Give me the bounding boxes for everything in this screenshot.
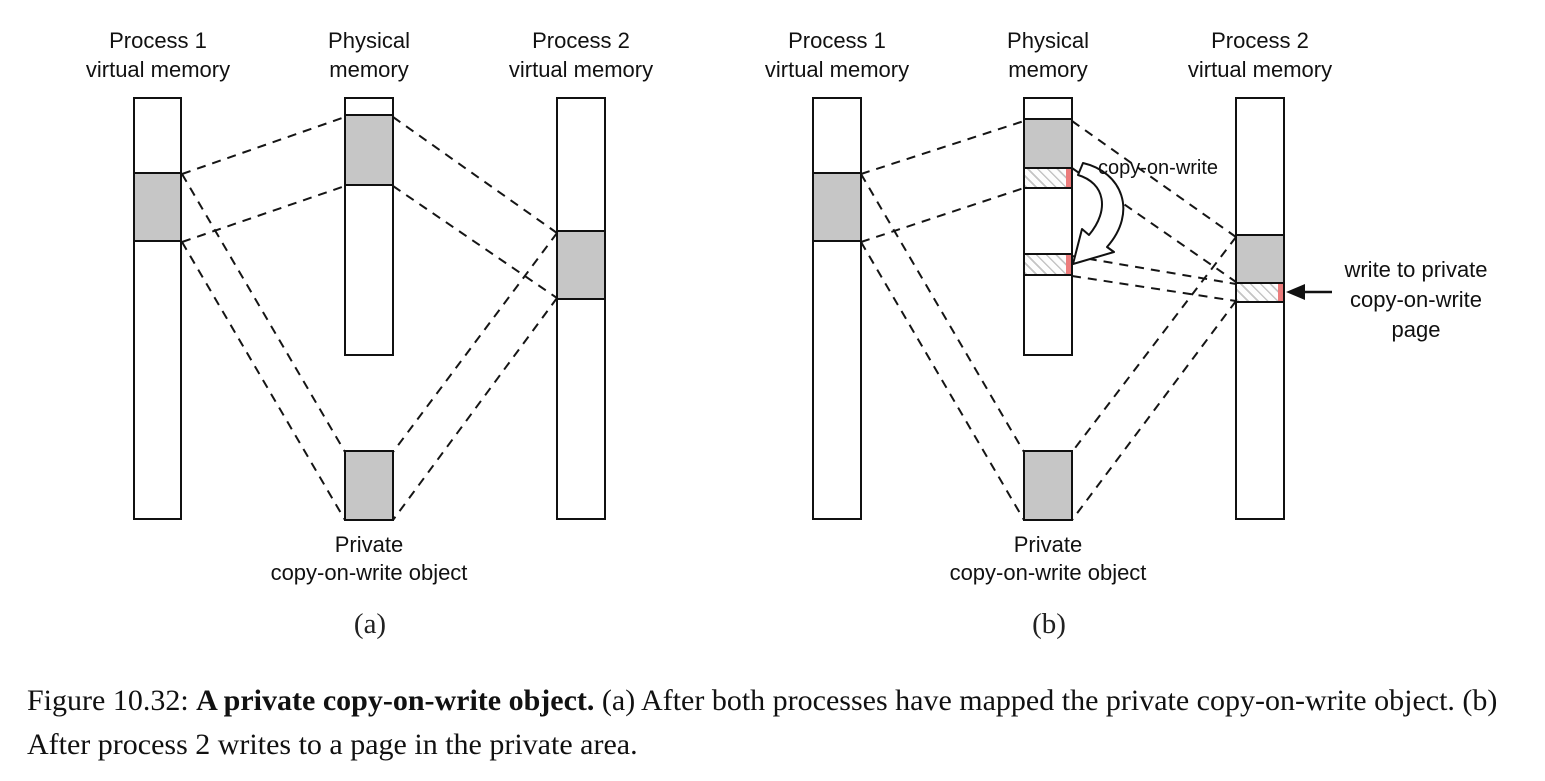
label-line: write to private xyxy=(1344,257,1488,282)
label-line: page xyxy=(1391,317,1441,342)
write-to-private-annotation: write to private copy-on-write page xyxy=(1296,255,1536,345)
label-line: virtual memory xyxy=(764,57,910,82)
panel-b-sub-label: (b) xyxy=(1032,608,1066,640)
label-line: Process 2 xyxy=(1211,28,1309,53)
process1-mapped-region-a xyxy=(133,172,182,242)
label-line: Private xyxy=(334,532,404,557)
physical-memory-label-a: Physical memory xyxy=(244,26,494,84)
copy-on-write-label: copy-on-write xyxy=(1098,157,1219,179)
private-cow-object-label-b: Private copy-on-write object xyxy=(898,531,1198,587)
process2-mapped-region-a xyxy=(556,230,606,300)
private-cow-object-label-a: Private copy-on-write object xyxy=(219,531,519,587)
write-annotation-arrow xyxy=(1286,284,1332,300)
label-line: copy-on-write object xyxy=(270,560,468,585)
process1-vm-column-b xyxy=(812,97,862,520)
label-line: Process 1 xyxy=(788,28,886,53)
process1-vm-label-b: Process 1 virtual memory xyxy=(712,26,962,84)
physical-original-cow-page-b xyxy=(1023,167,1073,189)
process2-vm-label-b: Process 2 virtual memory xyxy=(1135,26,1385,84)
label-line: copy-on-write xyxy=(1349,287,1483,312)
mapping-lines-panel-b xyxy=(860,120,1237,521)
physical-shared-pages-b xyxy=(1023,118,1073,169)
cow-page-red-marker xyxy=(1066,169,1071,187)
private-cow-object-a xyxy=(344,450,394,521)
physical-copied-page-b xyxy=(1023,253,1073,276)
mapping-lines-panel-a xyxy=(181,116,558,521)
caption-body: (a) After both processes have mapped the… xyxy=(27,684,1498,761)
label-line: Process 2 xyxy=(532,28,630,53)
label-line: virtual memory xyxy=(1187,57,1333,82)
process1-vm-label-a: Process 1 virtual memory xyxy=(33,26,283,84)
process2-vm-label-a: Process 2 virtual memory xyxy=(456,26,706,84)
label-line: Physical xyxy=(1007,28,1089,53)
physical-shared-pages-a xyxy=(344,114,394,186)
process2-vm-column-b xyxy=(1235,97,1285,520)
label-line: memory xyxy=(329,57,409,82)
process2-written-page-b xyxy=(1235,282,1285,303)
copy-on-write-curved-arrow xyxy=(1072,162,1125,265)
physical-memory-label-b: Physical memory xyxy=(923,26,1173,84)
process1-vm-column-a xyxy=(133,97,182,520)
label-line: Physical xyxy=(328,28,410,53)
cow-page-red-marker xyxy=(1278,284,1283,301)
cow-page-red-marker xyxy=(1066,255,1071,274)
process1-mapped-region-b xyxy=(812,172,862,242)
private-cow-object-b xyxy=(1023,450,1073,521)
label-line: memory xyxy=(1008,57,1088,82)
process2-vm-column-a xyxy=(556,97,606,520)
label-line: Private xyxy=(1013,532,1083,557)
label-line: virtual memory xyxy=(508,57,654,82)
caption-prefix: Figure 10.32: xyxy=(27,684,197,717)
label-line: virtual memory xyxy=(85,57,231,82)
caption-title: A private copy-on-write object. xyxy=(196,684,595,717)
label-line: copy-on-write object xyxy=(949,560,1147,585)
label-line: Process 1 xyxy=(109,28,207,53)
process2-mapped-region-b xyxy=(1235,234,1285,284)
figure-caption: Figure 10.32: A private copy-on-write ob… xyxy=(27,679,1533,767)
panel-a-sub-label: (a) xyxy=(353,608,387,640)
